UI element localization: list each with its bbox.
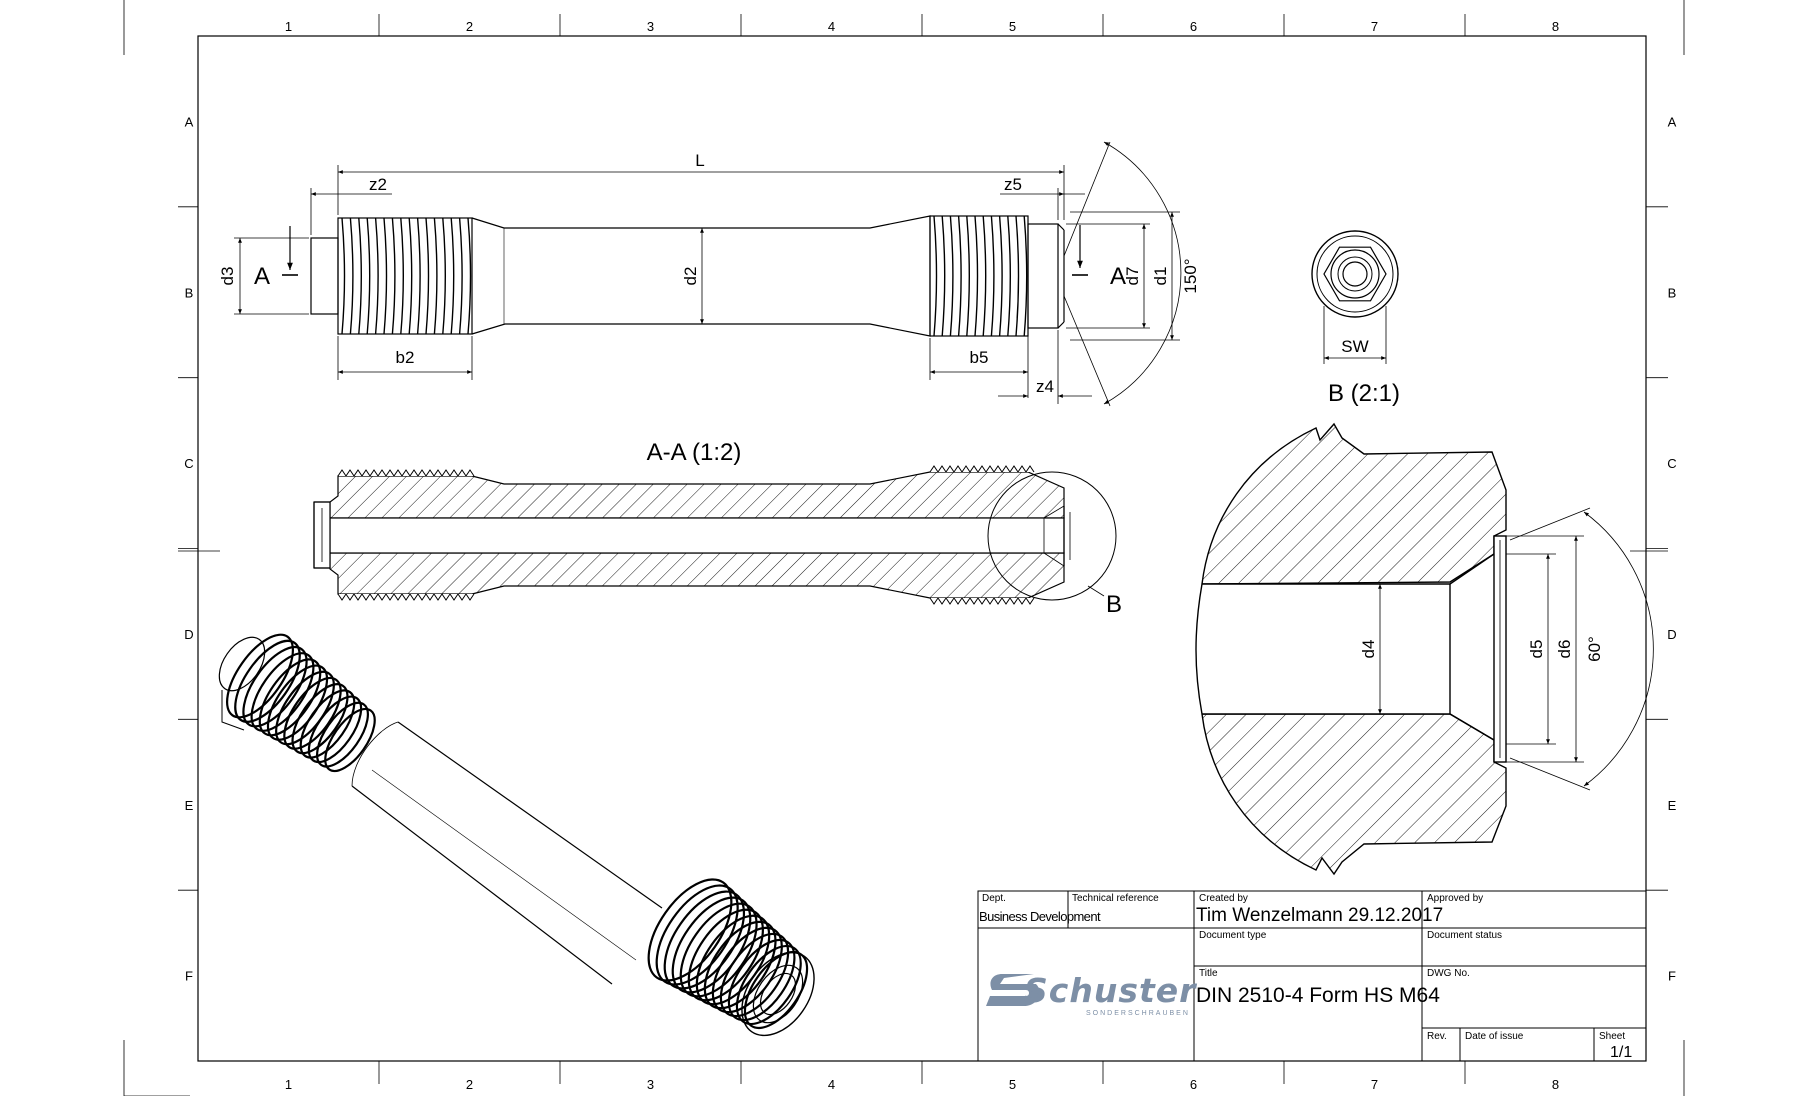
zone-ticks xyxy=(178,14,1668,1084)
zone-col-label: 5 xyxy=(1009,1077,1016,1092)
company-logo: Schuster SONDERSCHRAUBEN xyxy=(986,966,1195,1026)
logo-subtitle: SONDERSCHRAUBEN xyxy=(1086,1010,1190,1017)
sheet-label: Sheet xyxy=(1599,1031,1626,1042)
dim-L: L xyxy=(695,151,704,170)
rev-label: Rev. xyxy=(1427,1031,1447,1042)
doc-type-label: Document type xyxy=(1199,930,1267,941)
detail-marker-b: B xyxy=(1106,591,1122,618)
title-block xyxy=(977,890,1647,1062)
approved-by-label: Approved by xyxy=(1427,893,1484,904)
created-by-value: Tim Wenzelmann 29.12.2017 xyxy=(1196,905,1444,926)
created-by-label: Created by xyxy=(1199,893,1248,904)
zone-row-label: E xyxy=(185,798,194,813)
sheet-value: 1/1 xyxy=(1610,1044,1633,1061)
zone-row-label: C xyxy=(184,456,193,471)
front-view xyxy=(310,215,1065,337)
zone-row-label: D xyxy=(1667,627,1676,642)
isometric-view xyxy=(218,633,815,1037)
dim-sw: SW xyxy=(1341,337,1368,356)
tech-ref-label: Technical reference xyxy=(1072,893,1159,904)
dim-b5: b5 xyxy=(970,348,989,367)
front-dimension-labels: L z2 z5 b2 b5 z4 d3 d2 d7 d1 150° A A xyxy=(218,151,1200,396)
zone-row-label: F xyxy=(1668,969,1676,984)
zone-col-label: 7 xyxy=(1371,19,1378,34)
dim-z4: z4 xyxy=(1036,377,1054,396)
dim-d2: d2 xyxy=(681,267,700,286)
dim-150: 150° xyxy=(1181,258,1200,293)
dim-d4: d4 xyxy=(1359,640,1378,659)
zone-col-label: 5 xyxy=(1009,19,1016,34)
dim-z2: z2 xyxy=(369,175,387,194)
logo-mark-icon xyxy=(986,974,1040,1006)
zone-col-label: 3 xyxy=(647,19,654,34)
title-label: Title xyxy=(1199,968,1218,979)
zone-col-label: 8 xyxy=(1552,19,1559,34)
trim-lines xyxy=(123,0,1685,1096)
zone-col-label: 1 xyxy=(285,1077,292,1092)
title-value: DIN 2510-4 Form HS M64 xyxy=(1196,984,1440,1007)
end-view xyxy=(1311,230,1399,364)
front-dimensions xyxy=(234,141,1182,407)
zone-row-label: B xyxy=(185,285,194,300)
dwg-label: DWG No. xyxy=(1427,968,1470,979)
section-view-title: A-A (1:2) xyxy=(647,439,742,466)
dim-d1: d1 xyxy=(1151,267,1170,286)
detail-view xyxy=(1191,422,1507,876)
zone-col-label: 4 xyxy=(828,1077,835,1092)
zone-row-label: D xyxy=(184,627,193,642)
dim-d3: d3 xyxy=(218,267,237,286)
zone-col-label: 6 xyxy=(1190,1077,1197,1092)
zone-col-label: 1 xyxy=(285,19,292,34)
zone-col-label: 6 xyxy=(1190,19,1197,34)
dim-d5: d5 xyxy=(1527,640,1546,659)
detail-dimensions xyxy=(1378,507,1654,791)
zone-col-label: 4 xyxy=(828,19,835,34)
section-view xyxy=(313,465,1117,605)
logo-name: Schuster xyxy=(1024,971,1197,1010)
zone-col-label: 3 xyxy=(647,1077,654,1092)
dim-d7: d7 xyxy=(1123,267,1142,286)
dept-value: Business Development xyxy=(979,909,1101,924)
date-label: Date of issue xyxy=(1465,1031,1524,1042)
zone-row-label: A xyxy=(185,114,194,129)
detail-dimension-labels: d4 d5 d6 60° xyxy=(1359,636,1604,662)
zone-col-label: 8 xyxy=(1552,1077,1559,1092)
zone-row-label: F xyxy=(185,969,193,984)
dim-z5: z5 xyxy=(1004,175,1022,194)
section-marker-right: A xyxy=(1110,263,1126,290)
dim-60: 60° xyxy=(1585,636,1604,662)
dim-b2: b2 xyxy=(396,348,415,367)
zone-row-label: B xyxy=(1668,285,1677,300)
zone-col-label: 2 xyxy=(466,19,473,34)
detail-view-title: B (2:1) xyxy=(1328,380,1400,407)
zone-row-label: A xyxy=(1668,114,1677,129)
doc-status-label: Document status xyxy=(1427,930,1503,941)
zone-col-label: 7 xyxy=(1371,1077,1378,1092)
zone-col-label: 2 xyxy=(466,1077,473,1092)
dept-label: Dept. xyxy=(982,893,1006,904)
section-marker-left: A xyxy=(254,263,270,290)
dim-d6: d6 xyxy=(1555,640,1574,659)
zone-row-label: C xyxy=(1667,456,1676,471)
zone-row-label: E xyxy=(1668,798,1677,813)
